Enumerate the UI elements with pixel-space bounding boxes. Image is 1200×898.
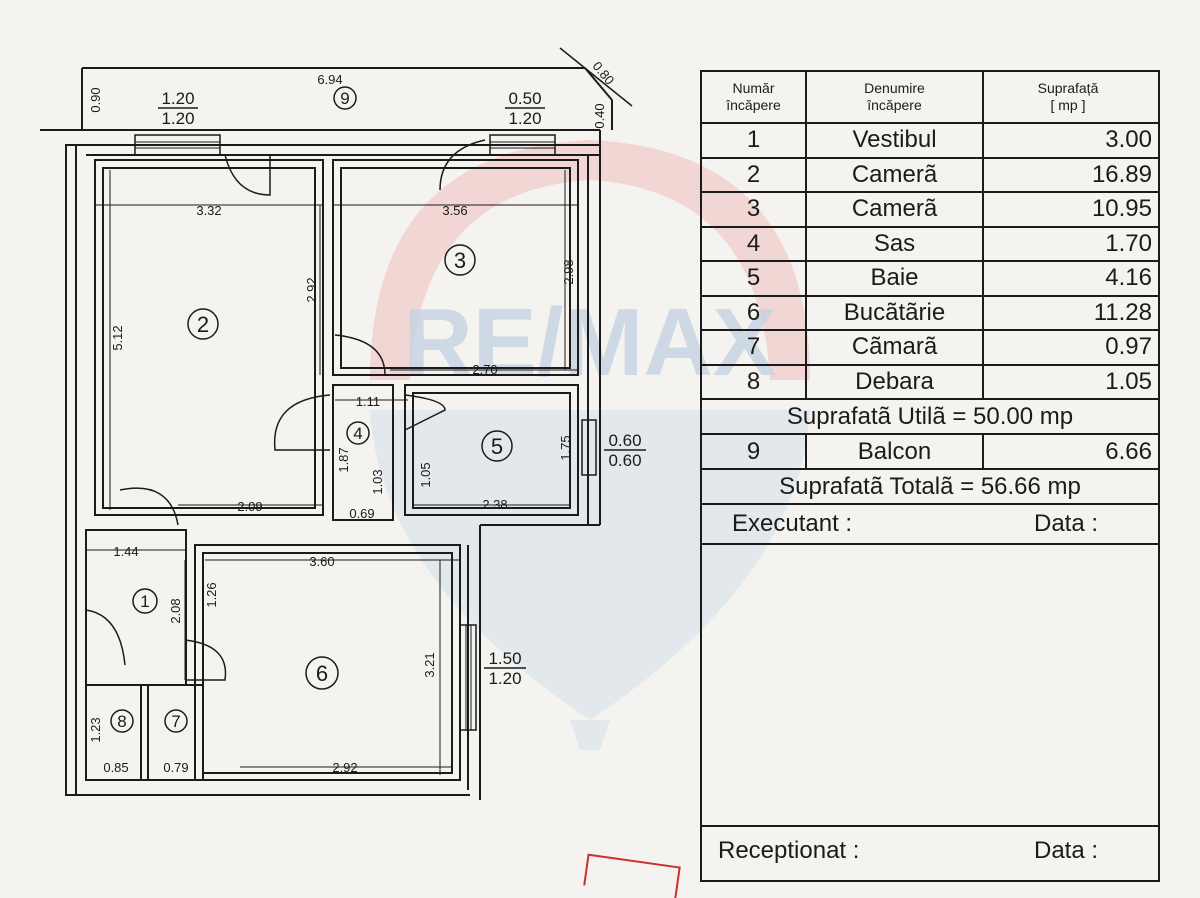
dim-sas-w: 1.11 (356, 394, 380, 409)
room-name-cell: Baie (807, 262, 984, 295)
room-number-cell: 4 (702, 227, 807, 260)
dim-top-total: 6.94 (317, 72, 342, 87)
dim-baie-height: 1.75 (558, 435, 573, 460)
dim-sas-small: 0.69 (349, 506, 374, 521)
dim-sas-h: 1.87 (336, 447, 351, 472)
dim-r3-height: 2.98 (561, 259, 576, 284)
room-name-cell: Sas (807, 227, 984, 260)
dim-corner-b: 0.40 (592, 103, 607, 128)
dim-r2-width: 3.32 (196, 203, 221, 218)
room-number-cell: 8 (702, 365, 807, 398)
dim-vest-w: 1.44 (113, 544, 138, 559)
balcony-row: 9 Balcon 6.66 (702, 435, 1158, 470)
room-area-cell: 11.28 (1093, 298, 1152, 326)
dim-debara-h: 1.23 (88, 717, 103, 742)
room-name-cell: Bucãtãrie (807, 296, 984, 329)
dim-k-left: 1.26 (204, 582, 219, 607)
area-table: Număr încăpere Denumire încăpere Suprafa… (700, 70, 1160, 882)
total-area-text: Suprafatã Totalã = 56.66 mp (779, 472, 1081, 500)
dim-baie-width: 2.38 (482, 497, 507, 512)
room-area-cell: 4.16 (1105, 264, 1152, 292)
receptionat-row: Receptionat : Data : (702, 825, 1158, 875)
dim-vest-h: 2.08 (168, 598, 183, 623)
dim-k-height: 3.21 (422, 652, 437, 677)
room-name-cell: Vestibul (807, 124, 984, 157)
room-number-6: 6 (316, 661, 328, 686)
window-2-bottom: 1.20 (508, 109, 541, 128)
room-area-cell: 1.05 (1105, 367, 1152, 395)
window-1-top: 1.20 (161, 89, 194, 108)
dim-left-top: 0.90 (88, 87, 103, 112)
room-number-cell: 2 (702, 158, 807, 191)
receptionat-label: Receptionat : (718, 837, 860, 864)
dim-sas-door: 1.03 (370, 469, 385, 494)
table-header: Număr încăpere Denumire încăpere Suprafa… (702, 72, 1158, 124)
balcony-name: Balcon (807, 435, 984, 468)
dim-r2-bottom: 2.09 (237, 499, 262, 514)
room-area-cell: 16.89 (1091, 160, 1152, 188)
total-area-row: Suprafatã Totalã = 56.66 mp (702, 470, 1158, 505)
balcony-area: 6.66 (1105, 437, 1152, 465)
dim-r2-height: 5.12 (110, 325, 125, 350)
room-number-cell: 3 (702, 193, 807, 226)
dim-k-top: 3.60 (309, 554, 334, 569)
useful-area-row: Suprafatã Utilã = 50.00 mp (702, 400, 1158, 435)
room-area-cell: 1.70 (1105, 229, 1152, 257)
room-number-cell: 5 (702, 262, 807, 295)
dim-baie-left: 1.05 (418, 462, 433, 487)
dim-r3-bottom: 2.70 (472, 362, 497, 377)
dim-r3-width: 3.56 (442, 203, 467, 218)
receptionat-date-label: Data : (1034, 837, 1099, 864)
header-room-name: Denumire încăpere (807, 72, 984, 122)
window-4-bottom: 1.20 (488, 669, 521, 688)
executant-label: Executant : (732, 510, 853, 537)
executant-date-label: Data : (1034, 510, 1099, 537)
room-number-3: 3 (454, 248, 466, 273)
window-2-top: 0.50 (508, 89, 541, 108)
balcony-number: 9 (702, 435, 807, 468)
header-area: Suprafață [ mp ] (1037, 80, 1099, 113)
room-number-cell: 1 (702, 124, 807, 157)
window-3-top: 0.60 (608, 431, 641, 450)
room-area-cell: 0.97 (1105, 333, 1152, 361)
useful-area-text: Suprafatã Utilã = 50.00 mp (786, 402, 1074, 430)
window-1-bottom: 1.20 (161, 109, 194, 128)
dim-debara-w: 0.85 (103, 760, 128, 775)
room-number-4: 4 (353, 424, 362, 443)
room-name-cell: Debara (807, 365, 984, 398)
room-number-9: 9 (340, 89, 349, 108)
room-number-5: 5 (491, 434, 503, 459)
executant-row: Executant : Data : (702, 505, 1158, 545)
dim-k-bottom: 2.92 (332, 760, 357, 775)
room-number-1: 1 (140, 592, 149, 611)
header-room-number: Număr încăpere (702, 72, 807, 122)
room-number-cell: 6 (702, 296, 807, 329)
room-area-cell: 10.95 (1091, 195, 1152, 223)
room-number-cell: 7 (702, 331, 807, 364)
dim-r2-inner: 2.92 (304, 277, 319, 302)
room-name-cell: Camerã (807, 193, 984, 226)
room-number-7: 7 (171, 712, 180, 731)
floor-plan: 6.94 0.90 0.80 0.40 1.20 1.20 9 0.50 1.2… (40, 47, 646, 800)
room-name-cell: Camerã (807, 158, 984, 191)
room-number-8: 8 (117, 712, 126, 731)
dim-corner-a: 0.80 (590, 59, 618, 88)
window-4-top: 1.50 (488, 649, 521, 668)
room-number-2: 2 (197, 312, 209, 337)
room-name-cell: Cãmarã (807, 331, 984, 364)
room-area-cell: 3.00 (1105, 126, 1152, 154)
window-3-bottom: 0.60 (608, 451, 641, 470)
dim-camara-w: 0.79 (163, 760, 188, 775)
